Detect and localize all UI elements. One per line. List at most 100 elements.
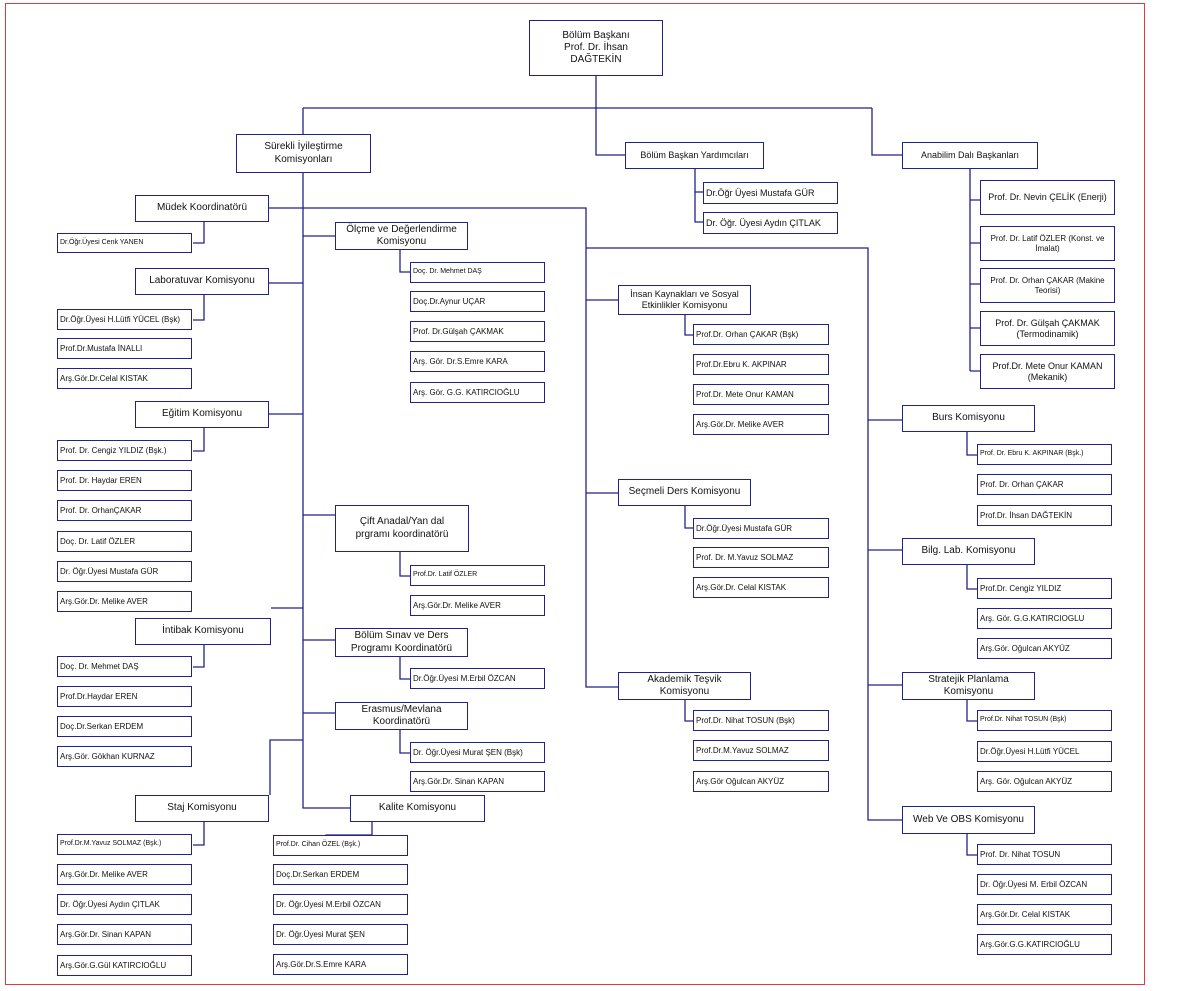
committee-title: Bölüm Sınav ve Ders Programı Koordinatör…	[350, 630, 453, 654]
egitim-member: Prof. Dr. Haydar EREN	[57, 470, 192, 491]
committee-title: Stratejik Planlama Komisyonu	[928, 673, 1009, 697]
member-name: Prof.Dr. Mete Onur KAMAN	[696, 389, 794, 399]
sinav-member: Dr.Öğr.Üyesi M.Erbil ÖZCAN	[410, 668, 545, 689]
member-name: Doç.Dr.Serkan ERDEM	[276, 869, 360, 879]
insan-member: Prof.Dr.Ebru K. AKPINAR	[693, 354, 829, 375]
member-name: Arş. Gör. G.G.KATIRCIOGLU	[980, 613, 1085, 623]
member-name: Prof.Dr. Cihan ÖZEL (Bşk.)	[276, 841, 361, 849]
yardimci-member: Dr. Öğr. Üyesi Aydın ÇITLAK	[703, 212, 838, 234]
laboratuvar-member: Arş.Gör.Dr.Celal KISTAK	[57, 368, 192, 389]
staj-komisyonu-box: Staj Komisyonu	[135, 795, 269, 822]
staj-member: Arş.Gör.G.Gül KATIRCIOĞLU	[57, 955, 192, 976]
member-name: Doç. Dr. Latif ÖZLER	[60, 536, 136, 546]
member-name: Arş.Gör.Dr. Melike AVER	[696, 419, 784, 429]
intibak-member: Prof.Dr.Haydar EREN	[57, 686, 192, 707]
burs-member: Prof. Dr. Ebru K. AKPINAR (Bşk.)	[977, 444, 1112, 465]
member-name: Dr.Öğr Üyesi Mustafa GÜR	[706, 187, 815, 198]
member-name: Prof.Dr.Mustafa İNALLI	[60, 343, 143, 353]
member-name: Arş.Gör.Dr. Sinan KAPAN	[413, 776, 504, 786]
bilg-member: Arş. Gör. G.G.KATIRCIOGLU	[977, 608, 1112, 629]
committee-title: Laboratuvar Komisyonu	[149, 275, 255, 287]
member-name: Prof.Dr. Latif ÖZLER	[413, 571, 478, 579]
member-name: Arş.Gör.Dr. Melike AVER	[413, 600, 501, 610]
department-head-label: Bölüm Başkanı Prof. Dr. İhsan DAĞTEKİN	[562, 29, 630, 66]
erasmus-mevlana-box: Erasmus/Mevlana Koordinatörü	[335, 702, 468, 730]
member-name: Prof. Dr.Gülşah ÇAKMAK	[413, 326, 504, 336]
egitim-komisyonu-box: Eğitim Komisyonu	[135, 401, 269, 428]
egitim-member: Arş.Gör.Dr. Melike AVER	[57, 591, 192, 612]
bilg-lab-komisyonu-box: Bilg. Lab. Komisyonu	[902, 538, 1035, 565]
committee-title: Bilg. Lab. Komisyonu	[921, 545, 1016, 557]
yardimci-member: Dr.Öğr Üyesi Mustafa GÜR	[703, 182, 838, 204]
member-name: Doç. Dr. Mehmet DAŞ	[413, 268, 482, 276]
committee-title: Kalite Komisyonu	[378, 802, 457, 814]
committee-title: Web Ve OBS Komisyonu	[913, 813, 1024, 825]
member-name: Prof.Dr. Mete Onur KAMAN (Mekanik)	[992, 360, 1103, 382]
kalite-komisyonu-box: Kalite Komisyonu	[350, 795, 485, 822]
member-name: Arş.Gör.Dr.Celal KISTAK	[60, 373, 148, 383]
member-name: Prof. Dr. M.Yavuz SOLMAZ	[696, 552, 794, 562]
surekli-iyilestirme-box: Sürekli İyileştirme Komisyonları	[236, 134, 371, 173]
member-name: Doç.Dr.Aynur UÇAR	[413, 296, 486, 306]
bilg-member: Prof.Dr. Cengiz YILDIZ	[977, 578, 1112, 599]
member-name: Dr. Öğr.Üyesi Murat ŞEN (Bşk)	[413, 747, 523, 757]
stratejik-member: Prof.Dr. Nihat TOSUN (Bşk)	[977, 710, 1112, 731]
anabilim-member: Prof. Dr. Orhan ÇAKAR (Makine Teorisi)	[980, 268, 1115, 303]
committee-title: Akademik Teşvik Komisyonu	[647, 673, 722, 697]
olcme-degerlendirme-box: Ölçme ve Değerlendirme Komisyonu	[335, 222, 468, 250]
olcme-member: Doç. Dr. Mehmet DAŞ	[410, 262, 545, 283]
member-name: Doç.Dr.Serkan ERDEM	[60, 721, 144, 731]
secmeli-ders-komisyonu-box: Seçmeli Ders Komisyonu	[618, 479, 751, 506]
olcme-member: Arş. Gör. Dr.S.Emre KARA	[410, 351, 545, 372]
member-name: Arş.Gör.Dr.S.Emre KARA	[276, 959, 367, 969]
web-member: Arş.Gör.G.G.KATIRCIOĞLU	[977, 934, 1112, 955]
committee-title: Çift Anadal/Yan dal prgramı koordinatörü	[355, 516, 449, 540]
member-name: Dr. Öğr.Üyesi Murat ŞEN	[276, 929, 365, 939]
member-name: Arş. Gör. G.G. KATIRCIOĞLU	[413, 387, 520, 397]
egitim-member: Dr. Öğr.Üyesi Mustafa GÜR	[57, 561, 192, 582]
member-name: Prof.Dr. Nihat TOSUN (Bşk)	[696, 715, 795, 725]
member-name: Arş.Gör. Oğulcan AKYÜZ	[980, 643, 1070, 653]
laboratuvar-member: Prof.Dr.Mustafa İNALLI	[57, 338, 192, 359]
member-name: Prof. Dr. Ebru K. AKPINAR (Bşk.)	[980, 450, 1084, 458]
member-name: Dr. Öğr.Üyesi M. Erbil ÖZCAN	[980, 879, 1088, 889]
anabilim-member: Prof. Dr. Gülşah ÇAKMAK (Termodinamik)	[980, 311, 1115, 346]
member-name: Dr. Öğr. Üyesi Aydın ÇITLAK	[706, 217, 821, 228]
member-name: Dr. Öğr.Üyesi Mustafa GÜR	[60, 566, 159, 576]
insan-member: Prof.Dr. Orhan ÇAKAR (Bşk)	[693, 324, 829, 345]
committee-title: Ölçme ve Değerlendirme Komisyonu	[346, 223, 457, 247]
akademik-member: Arş.Gör Oğulcan AKYÜZ	[693, 771, 829, 792]
stratejik-planlama-box: Stratejik Planlama Komisyonu	[902, 672, 1035, 700]
akademik-member: Prof.Dr. Nihat TOSUN (Bşk)	[693, 710, 829, 731]
intibak-komisyonu-box: İntibak Komisyonu	[135, 618, 271, 645]
anabilim-member: Prof. Dr. Nevin ÇELİK (Enerji)	[980, 180, 1115, 215]
erasmus-member: Dr. Öğr.Üyesi Murat ŞEN (Bşk)	[410, 742, 545, 763]
mudek-member: Dr.Öğr.Üyesi Cenk YANEN	[57, 233, 192, 253]
cift-member: Arş.Gör.Dr. Melike AVER	[410, 595, 545, 616]
staj-member: Arş.Gör.Dr. Melike AVER	[57, 864, 192, 885]
burs-komisyonu-box: Burs Komisyonu	[902, 405, 1035, 432]
member-name: Prof. Dr. Haydar EREN	[60, 475, 142, 485]
member-name: Doç. Dr. Mehmet DAŞ	[60, 661, 139, 671]
member-name: Prof. Dr. Cengiz YILDIZ (Bşk.)	[60, 445, 167, 455]
member-name: Prof.Dr.Ebru K. AKPINAR	[696, 359, 787, 369]
kalite-member: Dr. Öğr.Üyesi M.Erbil ÖZCAN	[273, 894, 408, 915]
bilg-member: Arş.Gör. Oğulcan AKYÜZ	[977, 638, 1112, 659]
burs-member: Prof. Dr. Orhan ÇAKAR	[977, 474, 1112, 495]
anabilim-dali-baskanlari-box: Anabilim Dalı Başkanları	[902, 142, 1038, 169]
burs-member: Prof.Dr. İhsan DAĞTEKİN	[977, 505, 1112, 526]
egitim-member: Prof. Dr. Cengiz YILDIZ (Bşk.)	[57, 440, 192, 461]
member-name: Prof. Dr. Latif ÖZLER (Konst. ve İmalat)	[990, 233, 1105, 253]
member-name: Prof. Dr. Orhan ÇAKAR (Makine Teorisi)	[990, 275, 1105, 295]
member-name: Dr. Öğr.Üyesi M.Erbil ÖZCAN	[276, 899, 381, 909]
web-member: Arş.Gör.Dr. Celal KISTAK	[977, 904, 1112, 925]
committee-title: Burs Komisyonu	[932, 412, 1005, 424]
member-name: Prof. Dr. Orhan ÇAKAR	[980, 479, 1064, 489]
member-name: Arş.Gör.G.Gül KATIRCIOĞLU	[60, 960, 167, 970]
insan-member: Arş.Gör.Dr. Melike AVER	[693, 414, 829, 435]
member-name: Dr.Öğr.Üyesi H.Lütfi YÜCEL	[980, 746, 1080, 756]
olcme-member: Prof. Dr.Gülşah ÇAKMAK	[410, 321, 545, 342]
web-member: Prof. Dr. Nihat TOSUN	[977, 844, 1112, 865]
kalite-member: Prof.Dr. Cihan ÖZEL (Bşk.)	[273, 835, 408, 856]
stratejik-member: Dr.Öğr.Üyesi H.Lütfi YÜCEL	[977, 741, 1112, 762]
